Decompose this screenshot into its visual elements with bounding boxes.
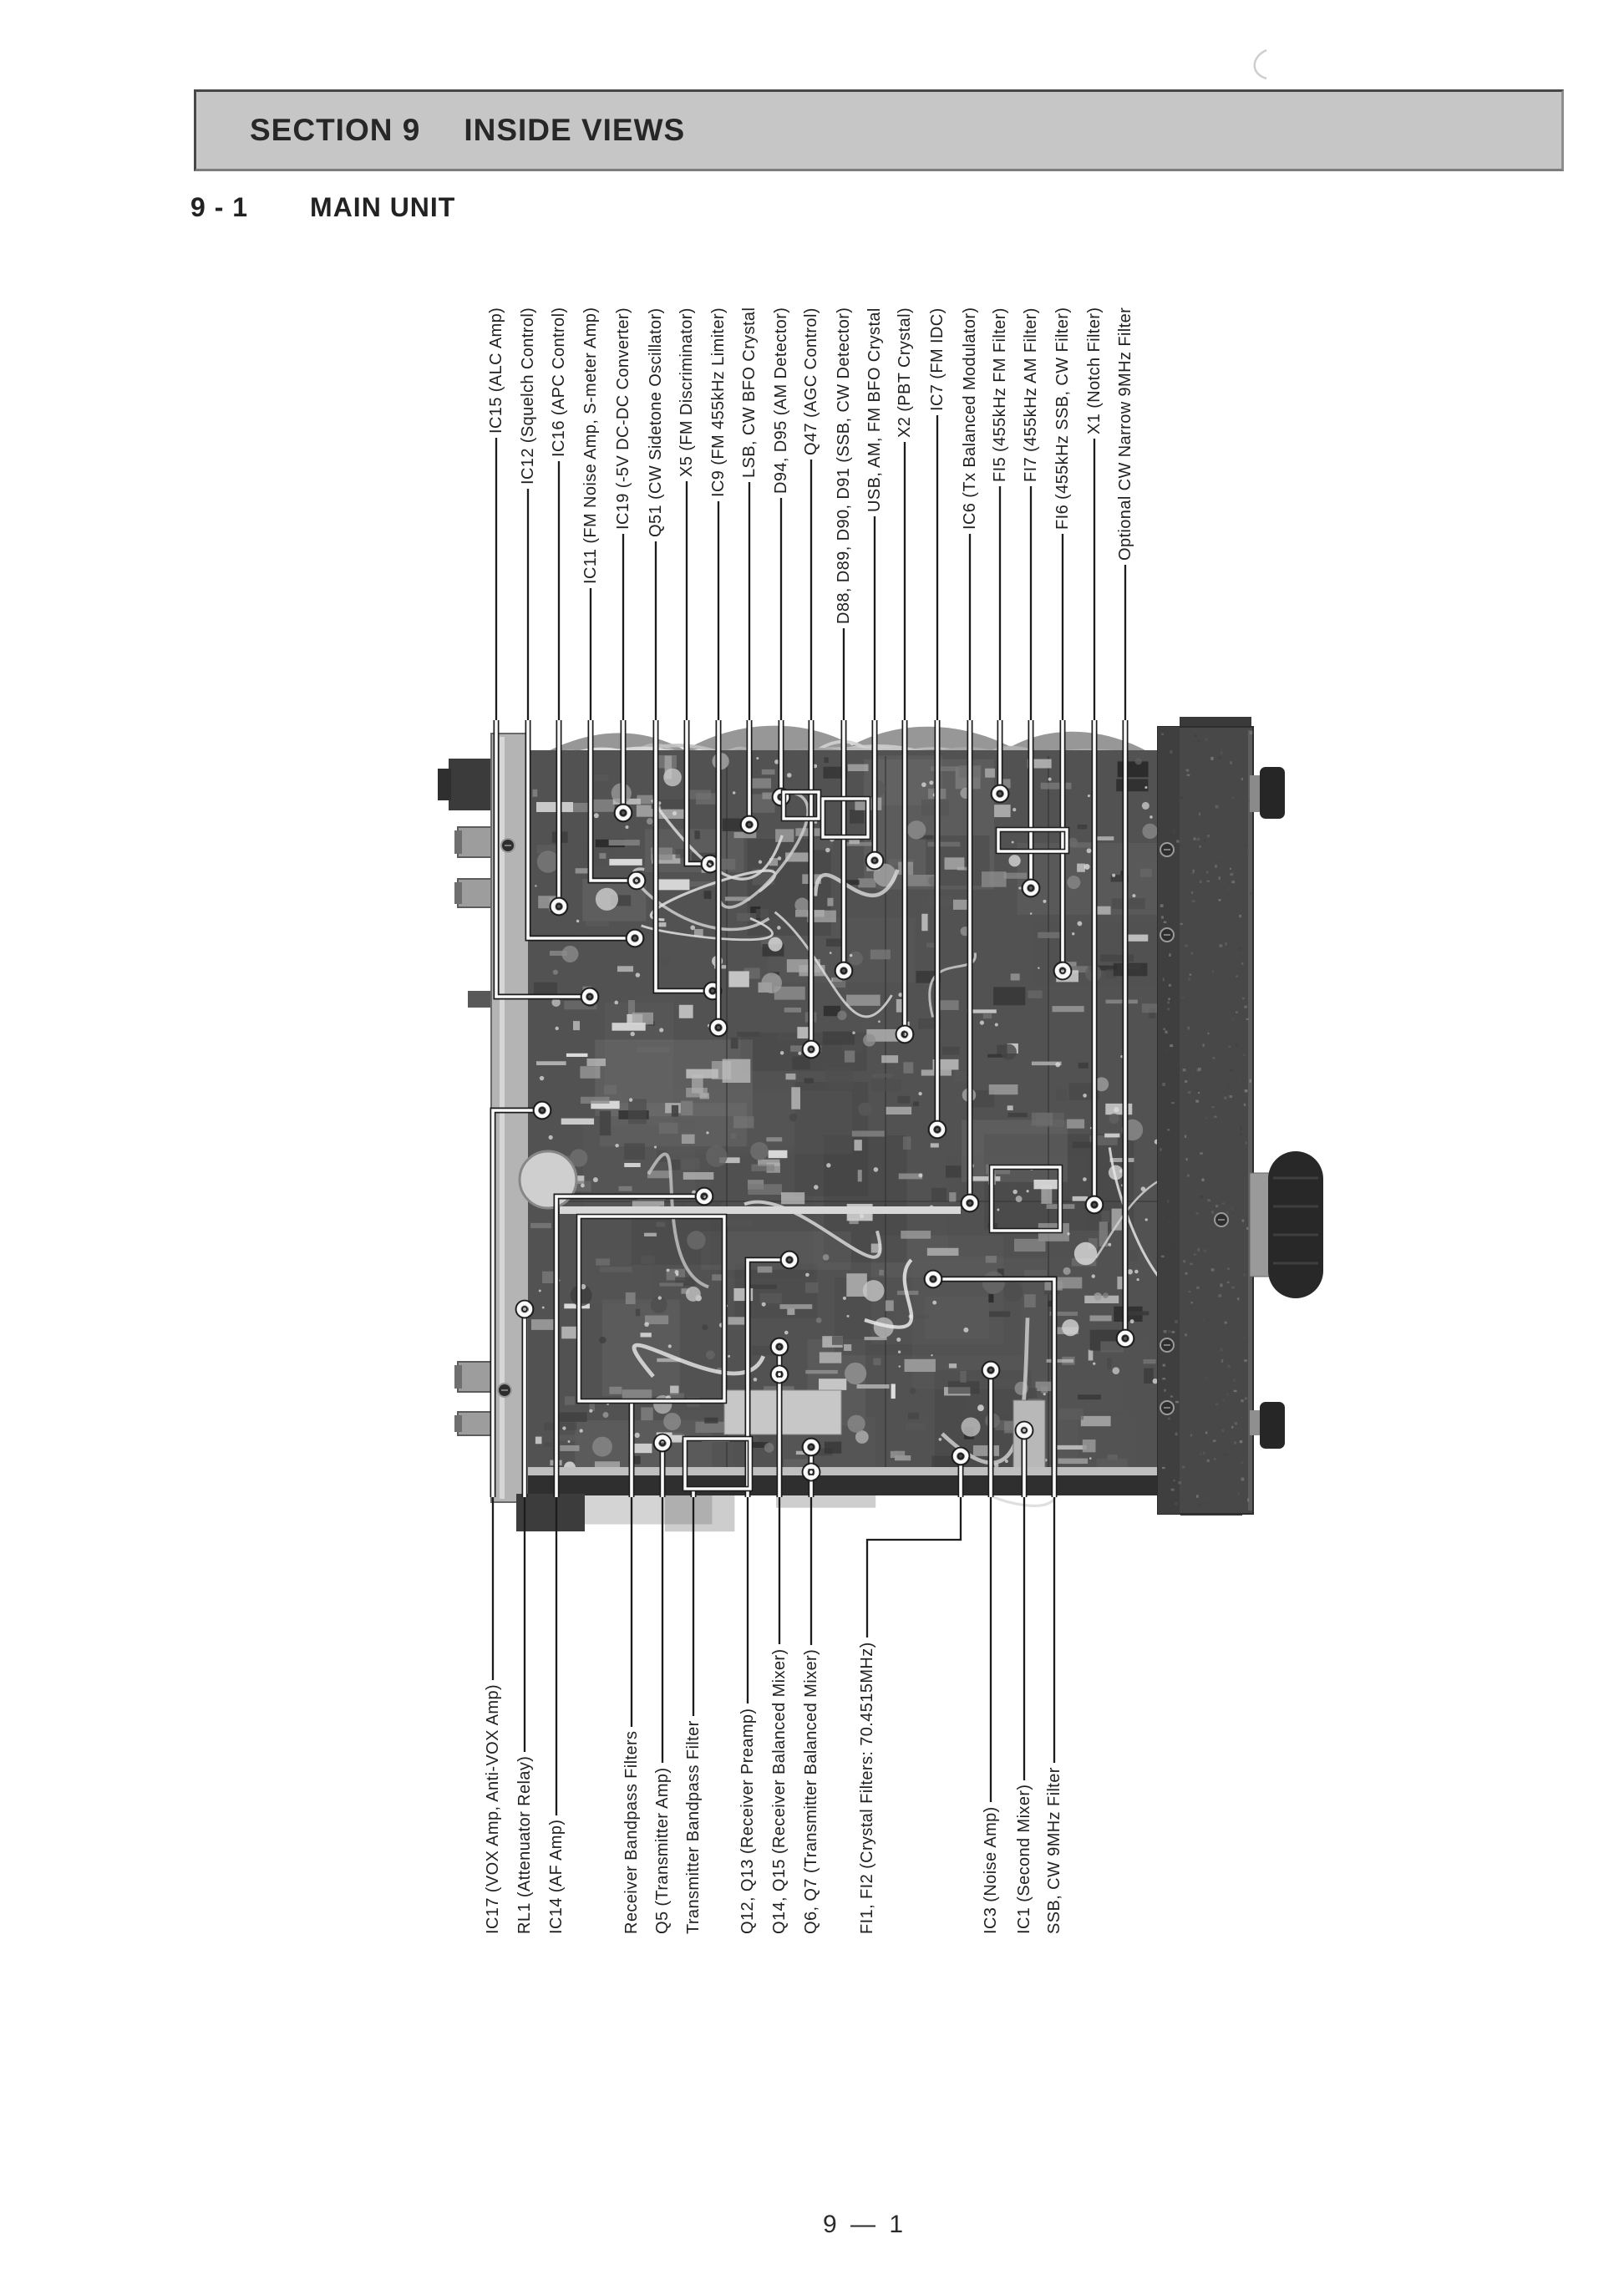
callout-dot [990,784,1010,804]
callout-dot [960,1193,980,1213]
component-label: SSB, CW 9MHz Filter [1045,1767,1063,1934]
callout-dot [627,871,647,891]
callout-dot [801,1437,821,1457]
leader-line [491,1109,534,1680]
callout-dot [895,1024,915,1044]
component-label: FI6 (455kHz SSB, CW Filter) [1053,307,1072,530]
page-number: 9 — 1 [822,2211,907,2238]
leader-line [654,541,704,993]
component-label: D94, D95 (AM Detector) [772,307,790,494]
callout-box [682,1435,754,1492]
callout-dot [580,987,600,1007]
callout-dot [865,850,885,871]
leader-line [495,438,581,998]
callout-dot [549,896,569,916]
section-title: INSIDE VIEWS [464,113,686,147]
callout-dot [694,1186,714,1206]
section-number: SECTION 9 [250,113,421,147]
callout-dot [739,815,759,835]
component-label: LSB, CW BFO Crystal [740,307,759,478]
subsection-title: MAIN UNIT [310,192,456,222]
callout-dot [1053,961,1073,981]
callout-box [988,1164,1063,1234]
leader-line [865,1465,962,1637]
callout-dot [834,961,854,981]
section-banner: SECTION 9 INSIDE VIEWS [194,89,1564,171]
callout-box [576,1213,728,1404]
callout-dot [613,803,633,823]
callout-dot [1021,878,1041,898]
component-label: Q6, Q7 (Transmitter Balanced Mixer) [802,1648,820,1934]
component-label: Optional CW Narrow 9MHz Filter [1116,307,1134,561]
subsection-heading: 9 - 1 MAIN UNIT [190,192,455,223]
scan-mark [1253,48,1267,80]
component-label: IC9 (FM 455kHz Limiter) [709,307,728,497]
leader-line [941,1277,1056,1763]
callout-dot [1115,1328,1135,1348]
callout-dot [1014,1420,1034,1440]
callout-dot [927,1120,947,1140]
component-label: Receiver Bandpass Filters [622,1730,641,1934]
callout-dot [1084,1195,1104,1215]
callout-dot [801,1462,821,1482]
component-label: Q51 (CW Sidetone Oscillator) [647,307,665,537]
callout-dot [779,1250,799,1270]
callout-dot [652,1433,672,1453]
component-label: IC15 (ALC Amp) [487,307,505,434]
leader-line [526,489,627,940]
component-label: X1 (Notch Filter) [1085,307,1104,434]
component-label: Q12, Q13 (Receiver Preamp) [738,1708,757,1935]
callout-dot [801,1039,821,1059]
callout-dot [532,1100,552,1120]
component-label: RL1 (Attenuator Relay) [515,1755,534,1934]
component-label: IC16 (APC Control) [550,307,568,457]
component-label: X5 (FM Discriminator) [678,307,696,477]
component-label: Transmitter Bandpass Filter [684,1720,703,1934]
callout-dot [515,1299,535,1319]
component-label: Q47 (AGC Control) [802,307,820,455]
callout-dot [923,1269,943,1289]
component-label: Q5 (Transmitter Amp) [653,1767,672,1934]
component-label: IC7 (FM IDC) [928,307,946,411]
component-label: IC11 (FM Noise Amp, S-meter Amp) [581,307,600,584]
component-label: IC6 (Tx Balanced Modulator) [961,307,979,530]
subsection-number: 9 - 1 [190,192,249,222]
component-label: FI7 (455kHz AM Filter) [1022,307,1040,482]
component-label: X2 (PBT Crystal) [896,307,914,438]
callout-dot [769,1364,789,1384]
component-label: D88, D89, D90, D91 (SSB, CW Detector) [835,307,853,624]
component-label: Q14, Q15 (Receiver Balanced Mixer) [770,1648,789,1934]
callout-dot [625,928,645,948]
component-label: IC1 (Second Mixer) [1015,1784,1033,1934]
component-label: IC19 (-5V DC-DC Converter) [614,307,632,530]
component-label: FI5 (455kHz FM Filter) [991,307,1009,482]
component-label: IC14 (AF Amp) [547,1819,566,1934]
callout-dot [951,1446,971,1466]
callout-dot [981,1360,1001,1380]
callout-dot [769,1337,789,1357]
component-label: IC17 (VOX Amp, Anti-VOX Amp) [484,1683,502,1934]
component-label: USB, AM, FM BFO Crystal [865,307,884,512]
component-label: IC3 (Noise Amp) [982,1806,1000,1934]
callout-dot [708,1018,728,1038]
component-label: IC12 (Squelch Control) [519,307,537,485]
component-label: FI1, FI2 (Crystal Filters: 70.4515MHz) [858,1642,876,1934]
